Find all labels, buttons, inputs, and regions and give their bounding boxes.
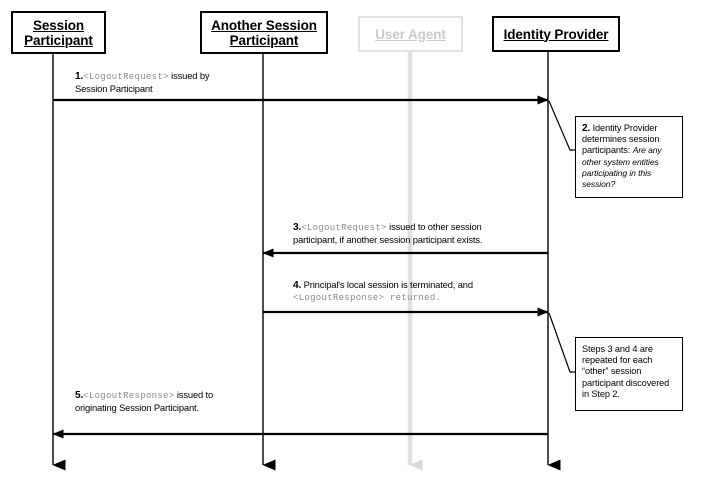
message-text-1: issued by: [168, 70, 210, 81]
actor-label-user-agent: User Agent: [375, 26, 446, 42]
message-number-4: 4.: [293, 280, 302, 291]
actor-box-another-session-participant[interactable]: Another Session Participant: [200, 11, 328, 54]
message-text-3: issued to other session: [386, 221, 482, 232]
message-label-5: 5.<LogoutResponse> issued to originating…: [75, 389, 335, 414]
note-box-2: 2. Identity Provider determines session …: [575, 116, 683, 198]
message-label-3: 3.<LogoutRequest> issued to other sessio…: [293, 221, 558, 246]
message-text-4: Principal's local session is terminated,…: [301, 279, 473, 290]
message-number-1: 1.: [75, 71, 84, 82]
note-connector-2: [548, 100, 575, 151]
message-mono-4: <LogoutResponse> returned.: [293, 293, 442, 304]
message-text-1-line2: Session Participant: [75, 83, 153, 95]
note-connector-steps: [548, 312, 575, 373]
message-mono-3: <LogoutRequest>: [301, 223, 387, 233]
actor-box-identity-provider[interactable]: Identity Provider: [492, 16, 620, 52]
note-box-repeated-steps: Steps 3 and 4 are repeated for each “oth…: [575, 337, 683, 411]
note-italic-text-2: Are any other system entities participat…: [582, 145, 662, 190]
actor-box-user-agent[interactable]: User Agent: [358, 16, 463, 52]
actor-label-session-participant: Session Participant: [24, 17, 93, 48]
message-arrows: [52, 95, 549, 439]
message-mono-1: <LogoutRequest>: [83, 72, 169, 82]
message-text-5-line2: originating Session Participant.: [75, 402, 199, 414]
note-text-repeated-steps: Steps 3 and 4 are repeated for each “oth…: [582, 344, 670, 399]
message-label-4: 4. Principal's local session is terminat…: [293, 279, 558, 305]
actor-box-session-participant[interactable]: Session Participant: [11, 11, 106, 54]
message-text-3-line2: participant, if another session particip…: [293, 234, 483, 246]
message-text-5: issued to: [174, 389, 214, 400]
message-number-3: 3.: [293, 222, 302, 233]
note-number-2: 2.: [582, 123, 591, 134]
actor-label-identity-provider: Identity Provider: [503, 26, 609, 42]
note-text-2: Identity Provider determines session par…: [582, 123, 660, 156]
actor-label-another-session-participant: Another Session Participant: [211, 17, 317, 48]
message-label-1: 1.<LogoutRequest> issued by Session Part…: [75, 70, 325, 95]
message-number-5: 5.: [75, 390, 84, 401]
message-mono-5: <LogoutResponse>: [83, 391, 175, 401]
